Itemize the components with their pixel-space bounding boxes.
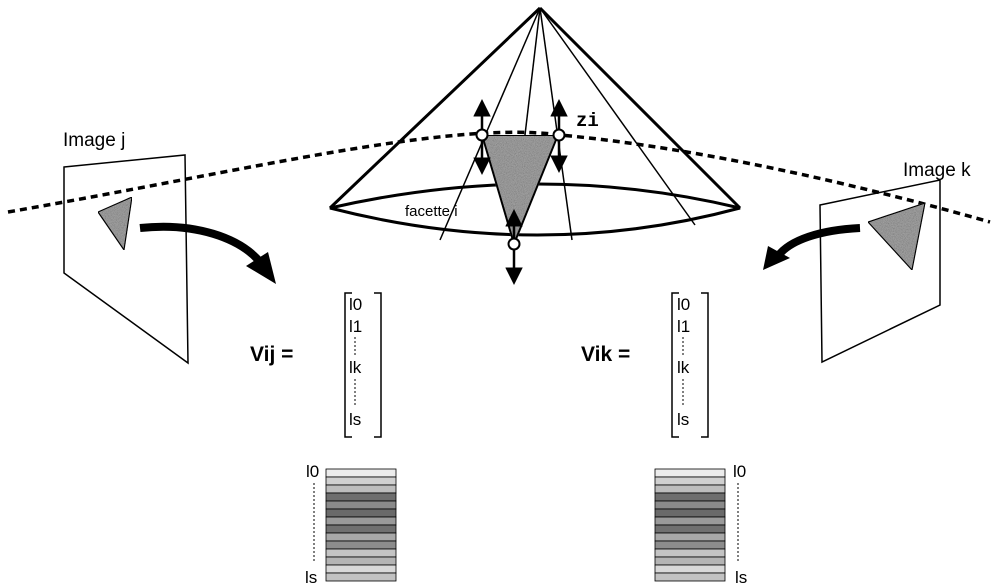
vertex-point: [507, 237, 521, 251]
arrowhead-image-j: [246, 252, 276, 284]
vij-entry: l1: [349, 317, 362, 336]
cone-left-edge: [328, 6, 542, 210]
arrow-image-j-to-vij: [139, 222, 264, 265]
strip-k-top-label: l0: [733, 462, 746, 481]
facette-label: facette i: [405, 203, 458, 220]
vik-entry: lk: [677, 358, 690, 377]
strip-j-bottom-label: ls: [305, 568, 317, 587]
gray-strip-j: [325, 468, 397, 582]
cone-right-edge: [538, 6, 742, 210]
strip-j-top-label: l0: [306, 462, 319, 481]
arrow-image-k-to-vik: [774, 224, 861, 259]
facette-triangle: [480, 134, 560, 248]
image-j-facet-projection: [97, 196, 133, 252]
gray-level-stripe: [325, 548, 397, 558]
vij-bracket-left: [344, 292, 352, 438]
gray-level-stripe: [325, 572, 397, 582]
vertex-point: [475, 128, 489, 142]
gray-level-stripe: [654, 516, 726, 526]
gray-level-stripe: [654, 572, 726, 582]
gray-level-stripe: [654, 548, 726, 558]
gray-level-stripe: [325, 476, 397, 486]
gray-level-stripe: [325, 484, 397, 494]
cone-generator-line: [539, 7, 696, 226]
vik-bracket-left: [671, 292, 679, 438]
gray-level-stripe: [654, 492, 726, 502]
gray-level-stripe: [325, 508, 397, 518]
strip-k-bottom-label: ls: [735, 568, 747, 587]
cone-generator-line: [539, 7, 573, 241]
vertex-point: [552, 128, 566, 142]
vik-label: Vik =: [581, 343, 630, 366]
gray-level-stripe: [654, 484, 726, 494]
gray-level-stripe: [654, 540, 726, 550]
gray-level-stripe: [654, 524, 726, 534]
vij-bracket-right: [374, 292, 382, 438]
gray-strip-k: [654, 468, 726, 582]
gray-level-stripe: [325, 492, 397, 502]
gray-level-stripe: [325, 524, 397, 534]
vij-entry: lk: [349, 358, 362, 377]
image-j-plane: Image j: [63, 130, 189, 365]
image-k-frame: [819, 179, 941, 364]
gray-level-stripe: [654, 508, 726, 518]
gray-level-stripe: [654, 556, 726, 566]
vij-entry: ls: [349, 410, 361, 429]
gray-level-stripe: [325, 516, 397, 526]
image-j-frame: [63, 154, 189, 365]
image-j-label: Image j: [63, 130, 125, 151]
vik-bracket-right: [701, 292, 709, 438]
gray-level-stripe: [325, 500, 397, 510]
image-k-facet-projection: [866, 202, 926, 272]
gray-level-stripe: [325, 532, 397, 542]
gray-level-stripe: [654, 476, 726, 486]
vik-entry: l0: [677, 295, 690, 314]
arrowhead-image-k: [763, 246, 790, 270]
zi-label: zi: [576, 110, 599, 132]
dashed-epipolar-curve: [7, 130, 991, 224]
gray-level-stripe: [325, 564, 397, 574]
gray-level-stripe: [654, 468, 726, 478]
vik-entry: ls: [677, 410, 689, 429]
gray-level-stripe: [654, 564, 726, 574]
vij-entry: l0: [349, 295, 362, 314]
gray-level-stripe: [654, 500, 726, 510]
vik-vector: Vik = l0 l1 lk ls: [581, 292, 709, 438]
gray-level-stripe: [325, 556, 397, 566]
image-k-label: Image k: [903, 160, 971, 181]
vij-vector: Vij = l0 l1 lk ls: [250, 292, 382, 438]
gray-level-stripe: [325, 540, 397, 550]
gray-level-stripe: [654, 532, 726, 542]
gray-level-stripe: [325, 468, 397, 478]
cone: [328, 6, 742, 246]
vij-label: Vij =: [250, 343, 293, 366]
image-k-plane: Image k: [819, 160, 971, 364]
vik-entry: l1: [677, 317, 690, 336]
